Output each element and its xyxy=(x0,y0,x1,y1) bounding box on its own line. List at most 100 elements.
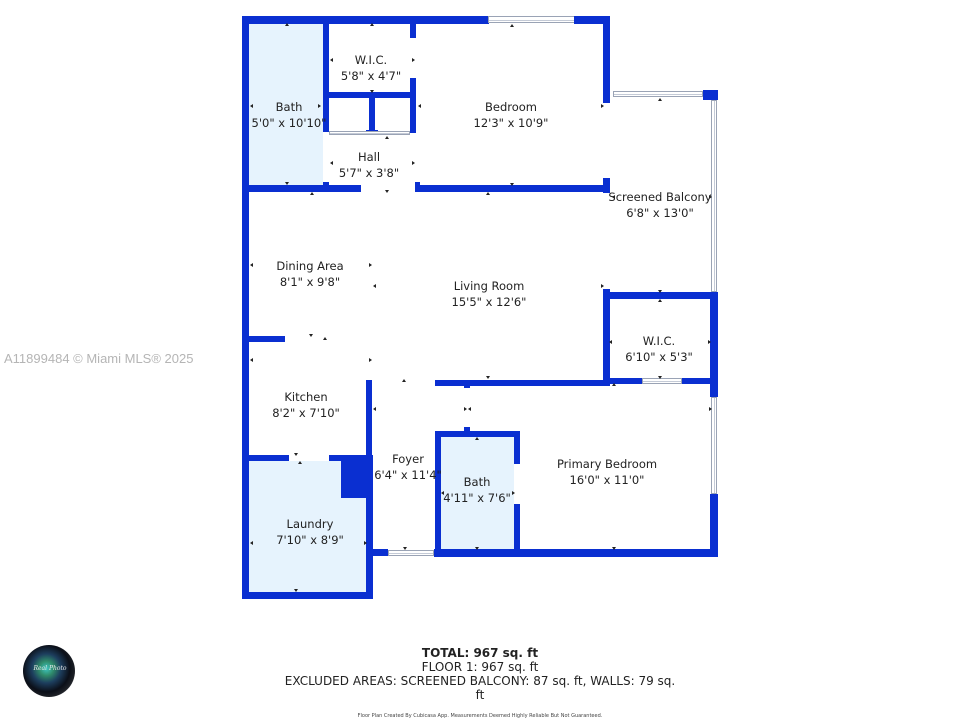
dimension-tick xyxy=(609,340,612,344)
room-name: Primary Bedroom xyxy=(556,457,658,471)
room-dims: 7'10" x 8'9" xyxy=(276,533,344,547)
dimension-tick xyxy=(285,182,289,185)
dimension-tick xyxy=(708,340,711,344)
area-summary: TOTAL: 967 sq. ft FLOOR 1: 967 sq. ft EX… xyxy=(280,646,680,720)
outer-wall-bottom-left xyxy=(242,592,373,599)
dimension-tick xyxy=(418,104,421,108)
excluded-areas: EXCLUDED AREAS: SCREENED BALCONY: 87 sq.… xyxy=(284,674,676,702)
bath-1-right-wall xyxy=(323,24,329,132)
dimension-tick xyxy=(318,104,321,108)
room-dims: 6'10" x 5'3" xyxy=(625,350,693,364)
outer-wall-top-left xyxy=(242,16,489,24)
dimension-tick xyxy=(370,23,374,26)
wic-1-right-wall-top xyxy=(410,24,416,38)
dimension-tick xyxy=(612,547,616,550)
room-dims: 15'5" x 12'6" xyxy=(451,295,527,309)
dimension-tick xyxy=(612,195,615,199)
dimension-tick xyxy=(323,337,327,340)
room-name: Dining Area xyxy=(276,259,344,273)
room-name: Bath xyxy=(463,475,491,489)
dimension-tick xyxy=(369,358,372,362)
kitchen-laundry-wall-left xyxy=(249,455,289,461)
dimension-tick xyxy=(310,192,314,195)
laundry-right-wall xyxy=(366,455,373,599)
dimension-tick xyxy=(385,190,389,193)
room-label-bath-2: Bath 4'11" x 7'6" xyxy=(443,474,511,506)
room-name: Hall xyxy=(357,150,381,164)
room-name: Living Room xyxy=(453,279,525,293)
dimension-tick xyxy=(402,379,406,382)
dimension-tick xyxy=(370,90,374,93)
wic-1-right-wall xyxy=(410,78,416,133)
dimension-tick xyxy=(250,541,253,545)
balcony-door-jamb xyxy=(603,178,610,193)
room-dims: 4'11" x 7'6" xyxy=(443,491,511,505)
room-label-laundry: Laundry 7'10" x 8'9" xyxy=(276,516,344,548)
room-dims: 6'4" x 11'4" xyxy=(374,468,442,482)
dimension-tick xyxy=(512,491,515,495)
outer-wall-right-wic xyxy=(710,292,718,397)
room-label-screened-balcony: Screened Balcony 6'8" x 13'0" xyxy=(608,189,711,221)
dimension-tick xyxy=(373,284,376,288)
room-label-kitchen: Kitchen 8'2" x 7'10" xyxy=(272,389,340,421)
dimension-tick xyxy=(330,161,333,165)
dimension-tick xyxy=(486,376,490,379)
room-label-primary-bedroom: Primary Bedroom 16'0" x 11'0" xyxy=(557,456,657,488)
dimension-tick xyxy=(364,541,367,545)
dimension-tick xyxy=(369,263,372,267)
dimension-tick xyxy=(412,58,415,62)
wic-2-bottom-left xyxy=(603,378,642,384)
room-label-hall: Hall 5'7" x 3'8" xyxy=(339,149,399,181)
room-name: W.I.C. xyxy=(642,334,676,348)
wic-1-bottom-wall xyxy=(329,92,416,98)
dimension-tick xyxy=(330,58,333,62)
dimension-tick xyxy=(385,136,389,139)
outer-wall-left xyxy=(242,16,249,599)
dimension-tick xyxy=(510,24,514,27)
room-name: Bath xyxy=(275,100,303,114)
dimension-tick xyxy=(486,192,490,195)
dimension-tick xyxy=(285,23,289,26)
room-label-bedroom: Bedroom 12'3" x 10'9" xyxy=(474,99,549,131)
dimension-tick xyxy=(403,547,407,550)
wic-2-bottom-right xyxy=(682,378,718,384)
dimension-tick xyxy=(309,334,313,337)
primary-top-jamb xyxy=(464,384,470,388)
room-label-living-room: Living Room 15'5" x 12'6" xyxy=(452,278,527,310)
dimension-tick xyxy=(709,195,712,199)
dimension-tick xyxy=(658,376,662,379)
dimension-tick xyxy=(510,183,514,186)
total-area: TOTAL: 967 sq. ft xyxy=(421,646,539,660)
camera-lens-icon xyxy=(23,645,75,697)
dimension-tick xyxy=(658,290,662,293)
dimension-tick xyxy=(601,104,604,108)
bath-1-fill xyxy=(249,24,323,186)
room-label-bath-1: Bath 5'0" x 10'10" xyxy=(252,99,327,131)
dimension-tick xyxy=(250,104,253,108)
dimension-tick xyxy=(658,299,662,302)
dimension-tick xyxy=(294,589,298,592)
bath-2-right-wall-top xyxy=(514,431,520,464)
dimension-tick xyxy=(250,358,253,362)
bath-2-fill xyxy=(441,437,514,550)
primary-top-wall xyxy=(435,380,610,386)
dimension-tick xyxy=(441,491,444,495)
wic-2-door xyxy=(642,378,682,384)
wic-2-top-wall xyxy=(603,292,718,299)
entry-door-threshold xyxy=(388,550,434,556)
dimension-tick xyxy=(475,547,479,550)
balcony-corner xyxy=(703,90,718,100)
bath-2-right-wall-bottom xyxy=(514,504,520,556)
dimension-tick xyxy=(373,407,376,411)
room-name: Laundry xyxy=(286,517,334,531)
room-dims: 12'3" x 10'9" xyxy=(473,116,549,130)
bedroom-door-jamb xyxy=(415,182,420,187)
wic-1-divider xyxy=(369,98,375,132)
disclaimer: Floor Plan Created By Cubicasa App. Meas… xyxy=(357,713,603,719)
room-name: Kitchen xyxy=(284,390,328,404)
dimension-tick xyxy=(709,407,712,411)
room-label-dining-area: Dining Area 8'1" x 9'8" xyxy=(276,258,343,290)
bath-1-door-jamb xyxy=(323,182,329,187)
logo-text: Real Photo xyxy=(33,665,67,672)
room-dims: 6'8" x 13'0" xyxy=(626,206,694,220)
